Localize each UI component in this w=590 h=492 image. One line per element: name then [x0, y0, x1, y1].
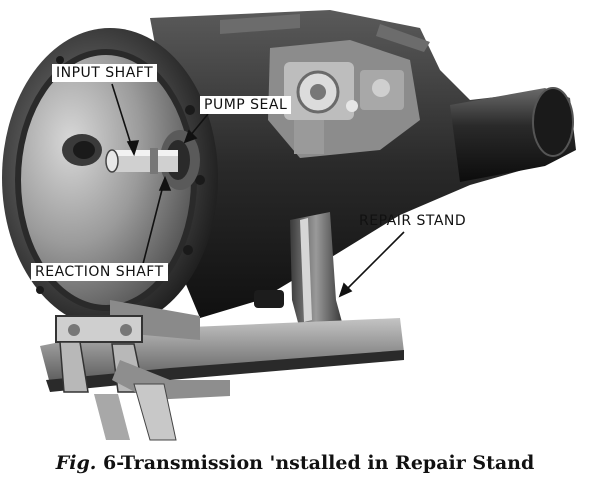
reaction-shaft-label: REACTION SHAFT [31, 263, 168, 281]
repair-stand-label: REPAIR STAND [359, 213, 467, 229]
pump-seal-label: PUMP SEAL [200, 96, 292, 114]
figure-number-prefix: Fig. [55, 452, 97, 474]
input-shaft-label: INPUT SHAFT [52, 64, 158, 82]
figure-caption-text: 6-Transmission 'nstalled in Repair Stand [102, 452, 535, 474]
transmission-photo [2, 10, 576, 441]
figure-caption: Fig. 6-Transmission 'nstalled in Repair … [0, 452, 590, 474]
